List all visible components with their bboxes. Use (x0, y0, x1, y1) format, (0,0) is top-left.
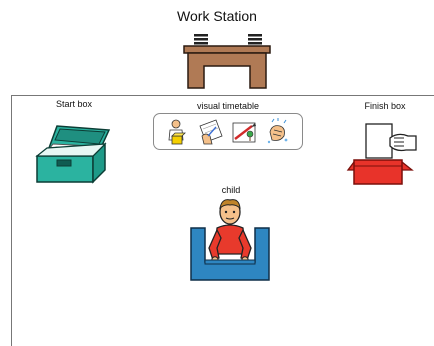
finish-box-label: Finish box (355, 101, 415, 111)
child-at-desk-icon (189, 198, 271, 282)
start-box-label: Start box (44, 99, 104, 109)
hand-writing-icon (196, 118, 224, 146)
open-toolbox-icon (33, 122, 115, 184)
child-with-block-icon (162, 118, 190, 146)
pencil-drawing-icon (230, 118, 258, 146)
desk-icon (182, 32, 272, 90)
visual-timetable (153, 113, 303, 150)
child-label: child (211, 185, 251, 195)
hands-washing-icon (264, 118, 292, 146)
timetable-label: visual timetable (178, 101, 278, 111)
page-title: Work Station (0, 8, 434, 24)
hand-putting-in-box-icon (346, 120, 422, 186)
